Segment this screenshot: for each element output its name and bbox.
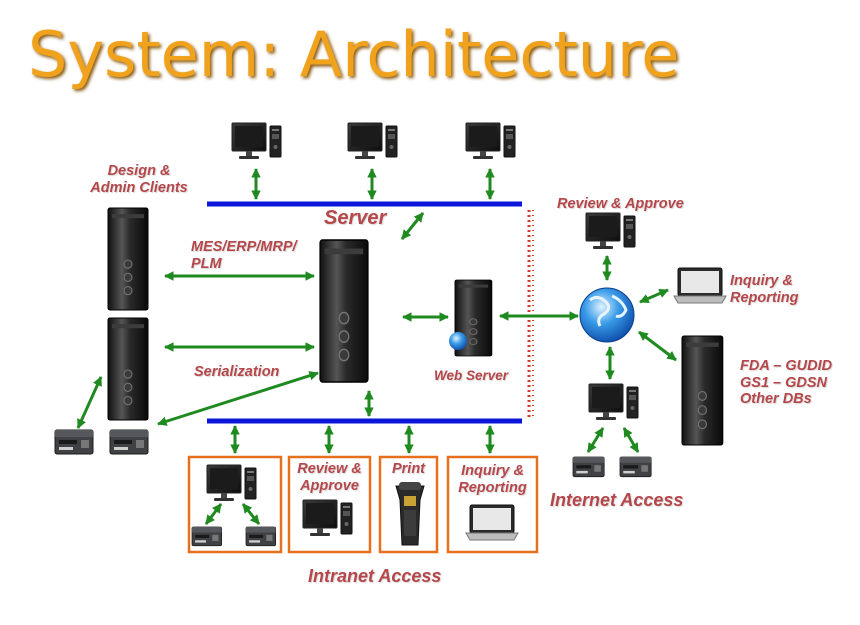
handheld-scanner-icon: [395, 482, 425, 546]
admin-client-tower-icon: [107, 317, 149, 421]
print-label: Print: [391, 461, 426, 477]
intranet-box-print: [378, 455, 439, 554]
workstation-icon: [302, 499, 353, 537]
workstation-icon: [585, 212, 636, 250]
internet-access-label: Internet Access: [550, 490, 684, 510]
workstation-icon: [231, 122, 282, 160]
serialization-label: Serialization: [194, 364, 280, 380]
printer-icon: [572, 456, 605, 478]
workstation-icon: [465, 122, 516, 160]
review-approve-internet-label: Review & Approve: [557, 196, 684, 212]
internet-globe-icon: [579, 287, 635, 343]
web-globe-icon: [449, 332, 467, 350]
workstation-icon: [206, 464, 257, 502]
printer-icon: [191, 526, 223, 547]
intranet-box-inquiry: [446, 455, 539, 554]
server-label: Server: [324, 207, 387, 229]
design-client-tower-icon: [107, 207, 149, 311]
printer-icon: [245, 526, 277, 547]
intranet-box-clients: [187, 455, 283, 554]
page-title: System: Architecture: [28, 18, 680, 91]
laptop-icon: [673, 267, 727, 304]
intranet-box-review: [287, 455, 372, 554]
printer-icon: [109, 429, 149, 455]
external-databases-label: FDA – GUDID GS1 – GDSN Other DBs: [740, 358, 833, 408]
workstation-icon: [347, 122, 398, 160]
laptop-icon: [465, 504, 519, 541]
mes-erp-label: MES/ERP/MRP/ PLM: [191, 239, 297, 272]
main-server-icon: [319, 239, 369, 383]
printer-icon: [54, 429, 94, 455]
review-approve-intranet-label: Review & Approve: [297, 461, 362, 494]
design-admin-clients-label: Design & Admin Clients: [90, 163, 188, 196]
external-db-tower-icon: [681, 335, 724, 446]
workstation-icon: [588, 383, 639, 421]
printer-icon: [619, 456, 652, 478]
intranet-access-label: Intranet Access: [308, 566, 442, 586]
inquiry-reporting-intranet-label: Inquiry & Reporting: [458, 463, 527, 496]
inquiry-reporting-internet-label: Inquiry & Reporting: [730, 273, 799, 306]
web-server-label: Web Server: [434, 368, 509, 383]
